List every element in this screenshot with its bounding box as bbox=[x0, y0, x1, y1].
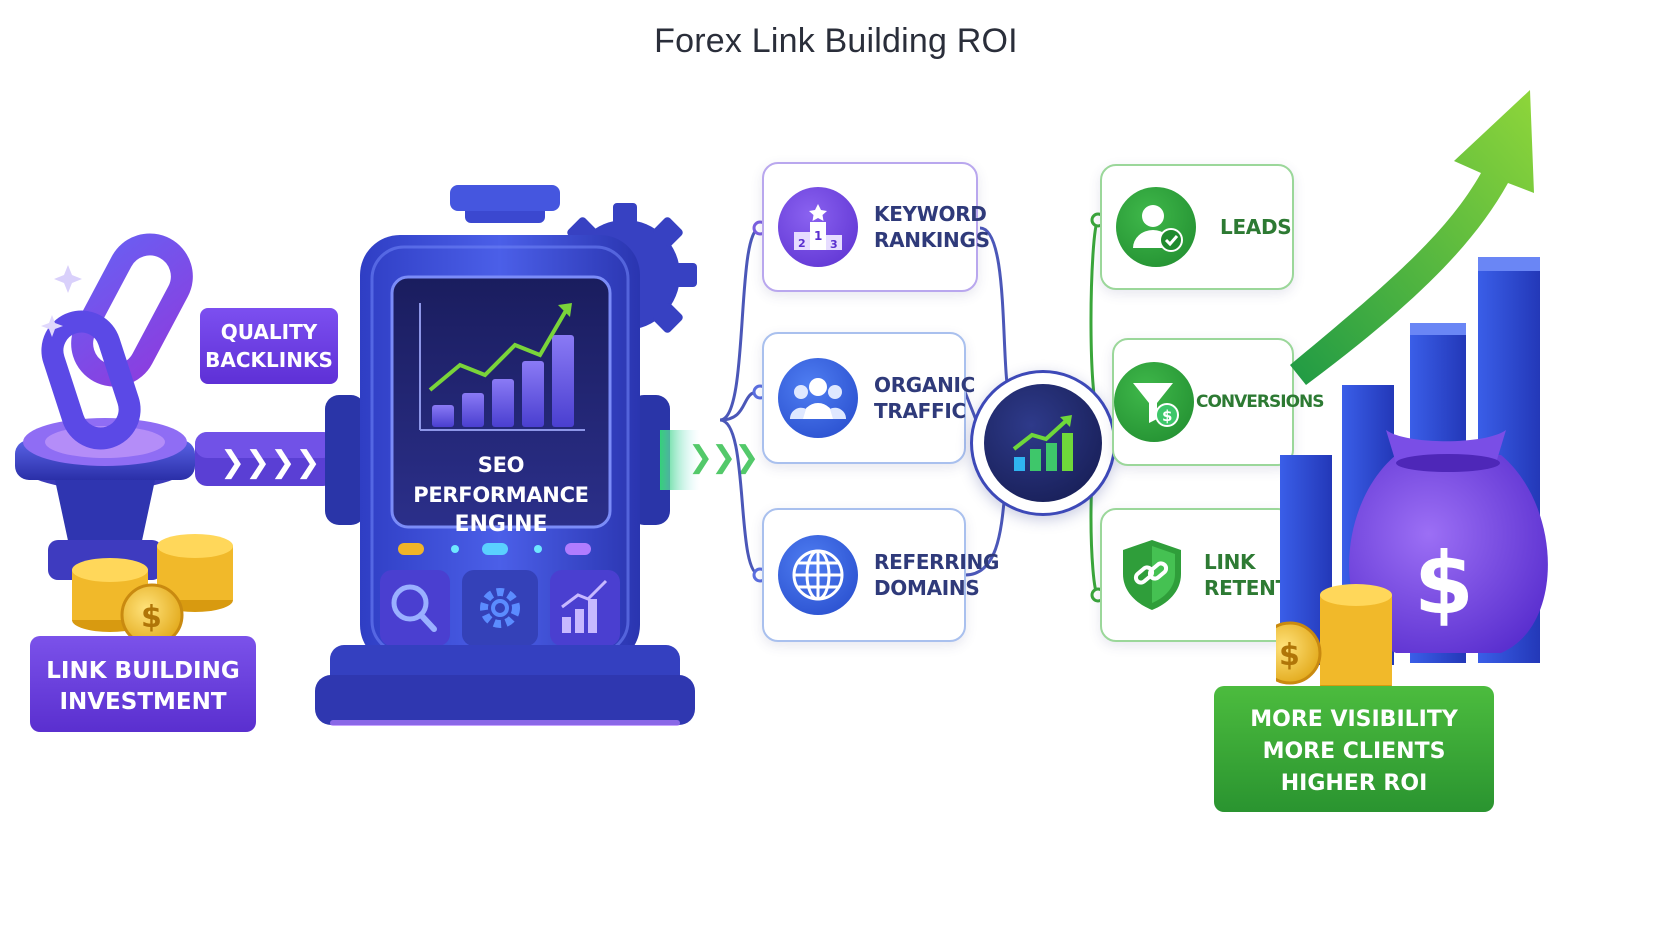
growth-hub-icon bbox=[970, 370, 1116, 516]
investment-line1: LINK BUILDING bbox=[46, 658, 240, 684]
investment-label: LINK BUILDING INVESTMENT bbox=[30, 636, 256, 732]
funnel-dollar-icon: $ bbox=[1114, 362, 1194, 442]
page-title: Forex Link Building ROI bbox=[654, 22, 1018, 60]
leads-label: LEADS bbox=[1220, 215, 1292, 239]
backlinks-line2: BACKLINKS bbox=[205, 348, 333, 372]
backlinks-label: QUALITY BACKLINKS bbox=[200, 308, 338, 384]
retention-line1: LINK bbox=[1204, 550, 1256, 574]
conversions-label: CONVERSIONS bbox=[1196, 392, 1325, 412]
svg-text:2: 2 bbox=[798, 237, 806, 250]
svg-text:$: $ bbox=[141, 600, 162, 635]
users-icon bbox=[778, 358, 858, 438]
leads-card: LEADS bbox=[1100, 164, 1294, 290]
keyword-line1: KEYWORD bbox=[874, 202, 987, 226]
seo-engine-machine bbox=[315, 185, 700, 726]
chain-icon bbox=[41, 233, 193, 450]
shield-link-icon bbox=[1112, 535, 1192, 615]
investment-illustration: ❯❯❯❯ $ bbox=[15, 233, 335, 647]
svg-text:1: 1 bbox=[814, 229, 822, 243]
investment-line2: INVESTMENT bbox=[59, 689, 227, 715]
engine-line2: ENGINE bbox=[454, 512, 548, 537]
engine-label: SEO PERFORMANCE ENGINE bbox=[392, 450, 610, 540]
result-line3: HIGHER ROI bbox=[1280, 771, 1428, 796]
referring-line2: DOMAINS bbox=[874, 576, 980, 600]
organic-line2: TRAFFIC bbox=[874, 399, 966, 423]
organic-line1: ORGANIC bbox=[874, 373, 976, 397]
svg-text:$: $ bbox=[1162, 407, 1172, 425]
growth-arrow-icon bbox=[1290, 90, 1534, 385]
svg-text:$: $ bbox=[1414, 534, 1474, 634]
backlinks-line1: QUALITY bbox=[220, 320, 318, 344]
globe-icon bbox=[778, 535, 858, 615]
user-check-icon bbox=[1116, 187, 1196, 267]
conversions-card: $ CONVERSIONS bbox=[1112, 338, 1325, 466]
engine-output-arrow: ❯❯❯ bbox=[688, 440, 759, 475]
svg-text:$: $ bbox=[1279, 638, 1300, 673]
referring-line1: REFERRING bbox=[874, 550, 1000, 574]
svg-text:3: 3 bbox=[830, 238, 838, 251]
result-box: MORE VISIBILITY MORE CLIENTS HIGHER ROI bbox=[1214, 686, 1494, 812]
growth-chart-illustration: $ $ bbox=[1276, 90, 1548, 696]
svg-text:❯❯❯❯: ❯❯❯❯ bbox=[220, 445, 321, 480]
coin-stack-icon: $ bbox=[72, 534, 233, 647]
podium-icon: 1 2 3 bbox=[778, 187, 858, 267]
result-line1: MORE VISIBILITY bbox=[1250, 707, 1458, 732]
money-bag-icon: $ bbox=[1349, 430, 1548, 653]
engine-line1: SEO PERFORMANCE bbox=[413, 453, 589, 507]
result-line2: MORE CLIENTS bbox=[1262, 739, 1446, 764]
keyword-line2: RANKINGS bbox=[874, 228, 990, 252]
